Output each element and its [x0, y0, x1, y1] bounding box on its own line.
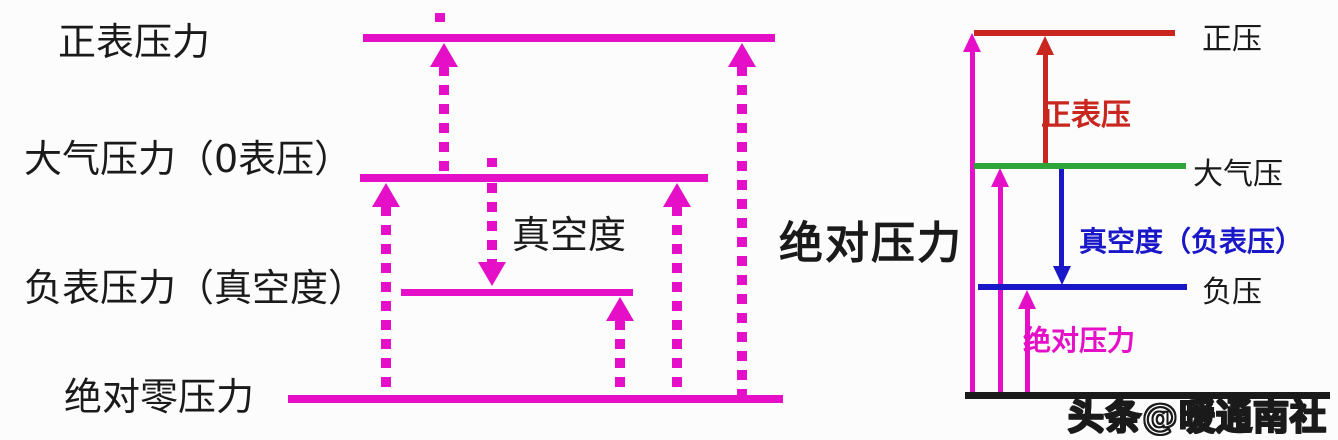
- arrowhead-up-icon: [372, 183, 400, 207]
- arrowhead-down-icon: [478, 262, 506, 286]
- label-negative-gauge-pressure: 负表压力（真空度）: [24, 266, 367, 310]
- line-negative-gauge-level: [401, 289, 633, 296]
- arrowhead-up-icon: [430, 43, 458, 67]
- line-positive-pressure: [974, 30, 1175, 36]
- line-positive-gauge-level: [363, 34, 775, 42]
- arrowhead-up-icon: [1036, 36, 1054, 55]
- label-vacuum-negative-gauge: 真空度（负表压）: [1079, 225, 1304, 258]
- line-atmospheric-level: [360, 174, 708, 182]
- dashed-arrow-negative-span: [615, 320, 625, 395]
- label-negative-pressure: 负压: [1202, 275, 1262, 310]
- label-absolute-pressure: 绝对压力: [1023, 324, 1136, 357]
- arrowhead-up-icon: [963, 33, 981, 52]
- label-positive-gauge-pressure: 正表压力: [58, 20, 211, 64]
- dashed-arrow-gauge-span: [439, 66, 449, 174]
- dashed-arrow-absolute-span-right: [737, 66, 747, 395]
- dash-fragment-top: [435, 13, 445, 22]
- line-baseline: [965, 392, 1330, 399]
- arrowhead-up-icon: [606, 297, 634, 321]
- dashed-arrow-atmospheric-span-left: [381, 206, 391, 395]
- label-atmospheric-pressure: 大气压力（0表压）: [24, 137, 353, 181]
- arrow-absolute-to-positive: [970, 50, 975, 393]
- line-negative-pressure: [978, 284, 1187, 290]
- arrowhead-up-icon: [663, 183, 691, 207]
- label-positive-pressure: 正压: [1202, 22, 1262, 57]
- arrow-absolute-to-negative: [1025, 307, 1030, 393]
- label-atmospheric: 大气压: [1193, 157, 1283, 192]
- label-vacuum-degree: 真空度: [512, 213, 627, 257]
- label-positive-gauge: 正表压: [1041, 98, 1131, 133]
- label-absolute-zero-pressure: 绝对零压力: [64, 375, 255, 419]
- line-absolute-zero-level: [288, 395, 783, 403]
- dashed-arrow-atmospheric-span-right: [672, 206, 682, 395]
- arrowhead-up-icon: [991, 168, 1009, 187]
- dash-fragment-mid: [487, 158, 497, 167]
- arrow-vacuum-degree: [1059, 169, 1064, 267]
- dashed-arrow-vacuum-span: [487, 183, 497, 263]
- arrow-positive-gauge: [1043, 53, 1048, 164]
- arrowhead-up-icon: [728, 43, 756, 67]
- line-atmospheric-pressure: [974, 163, 1186, 169]
- title-absolute-pressure: 绝对压力: [779, 218, 963, 269]
- arrowhead-down-icon: [1053, 266, 1071, 285]
- watermark-toutiao: 头条@暖通南社: [1067, 396, 1328, 439]
- arrowhead-up-icon: [1018, 290, 1036, 309]
